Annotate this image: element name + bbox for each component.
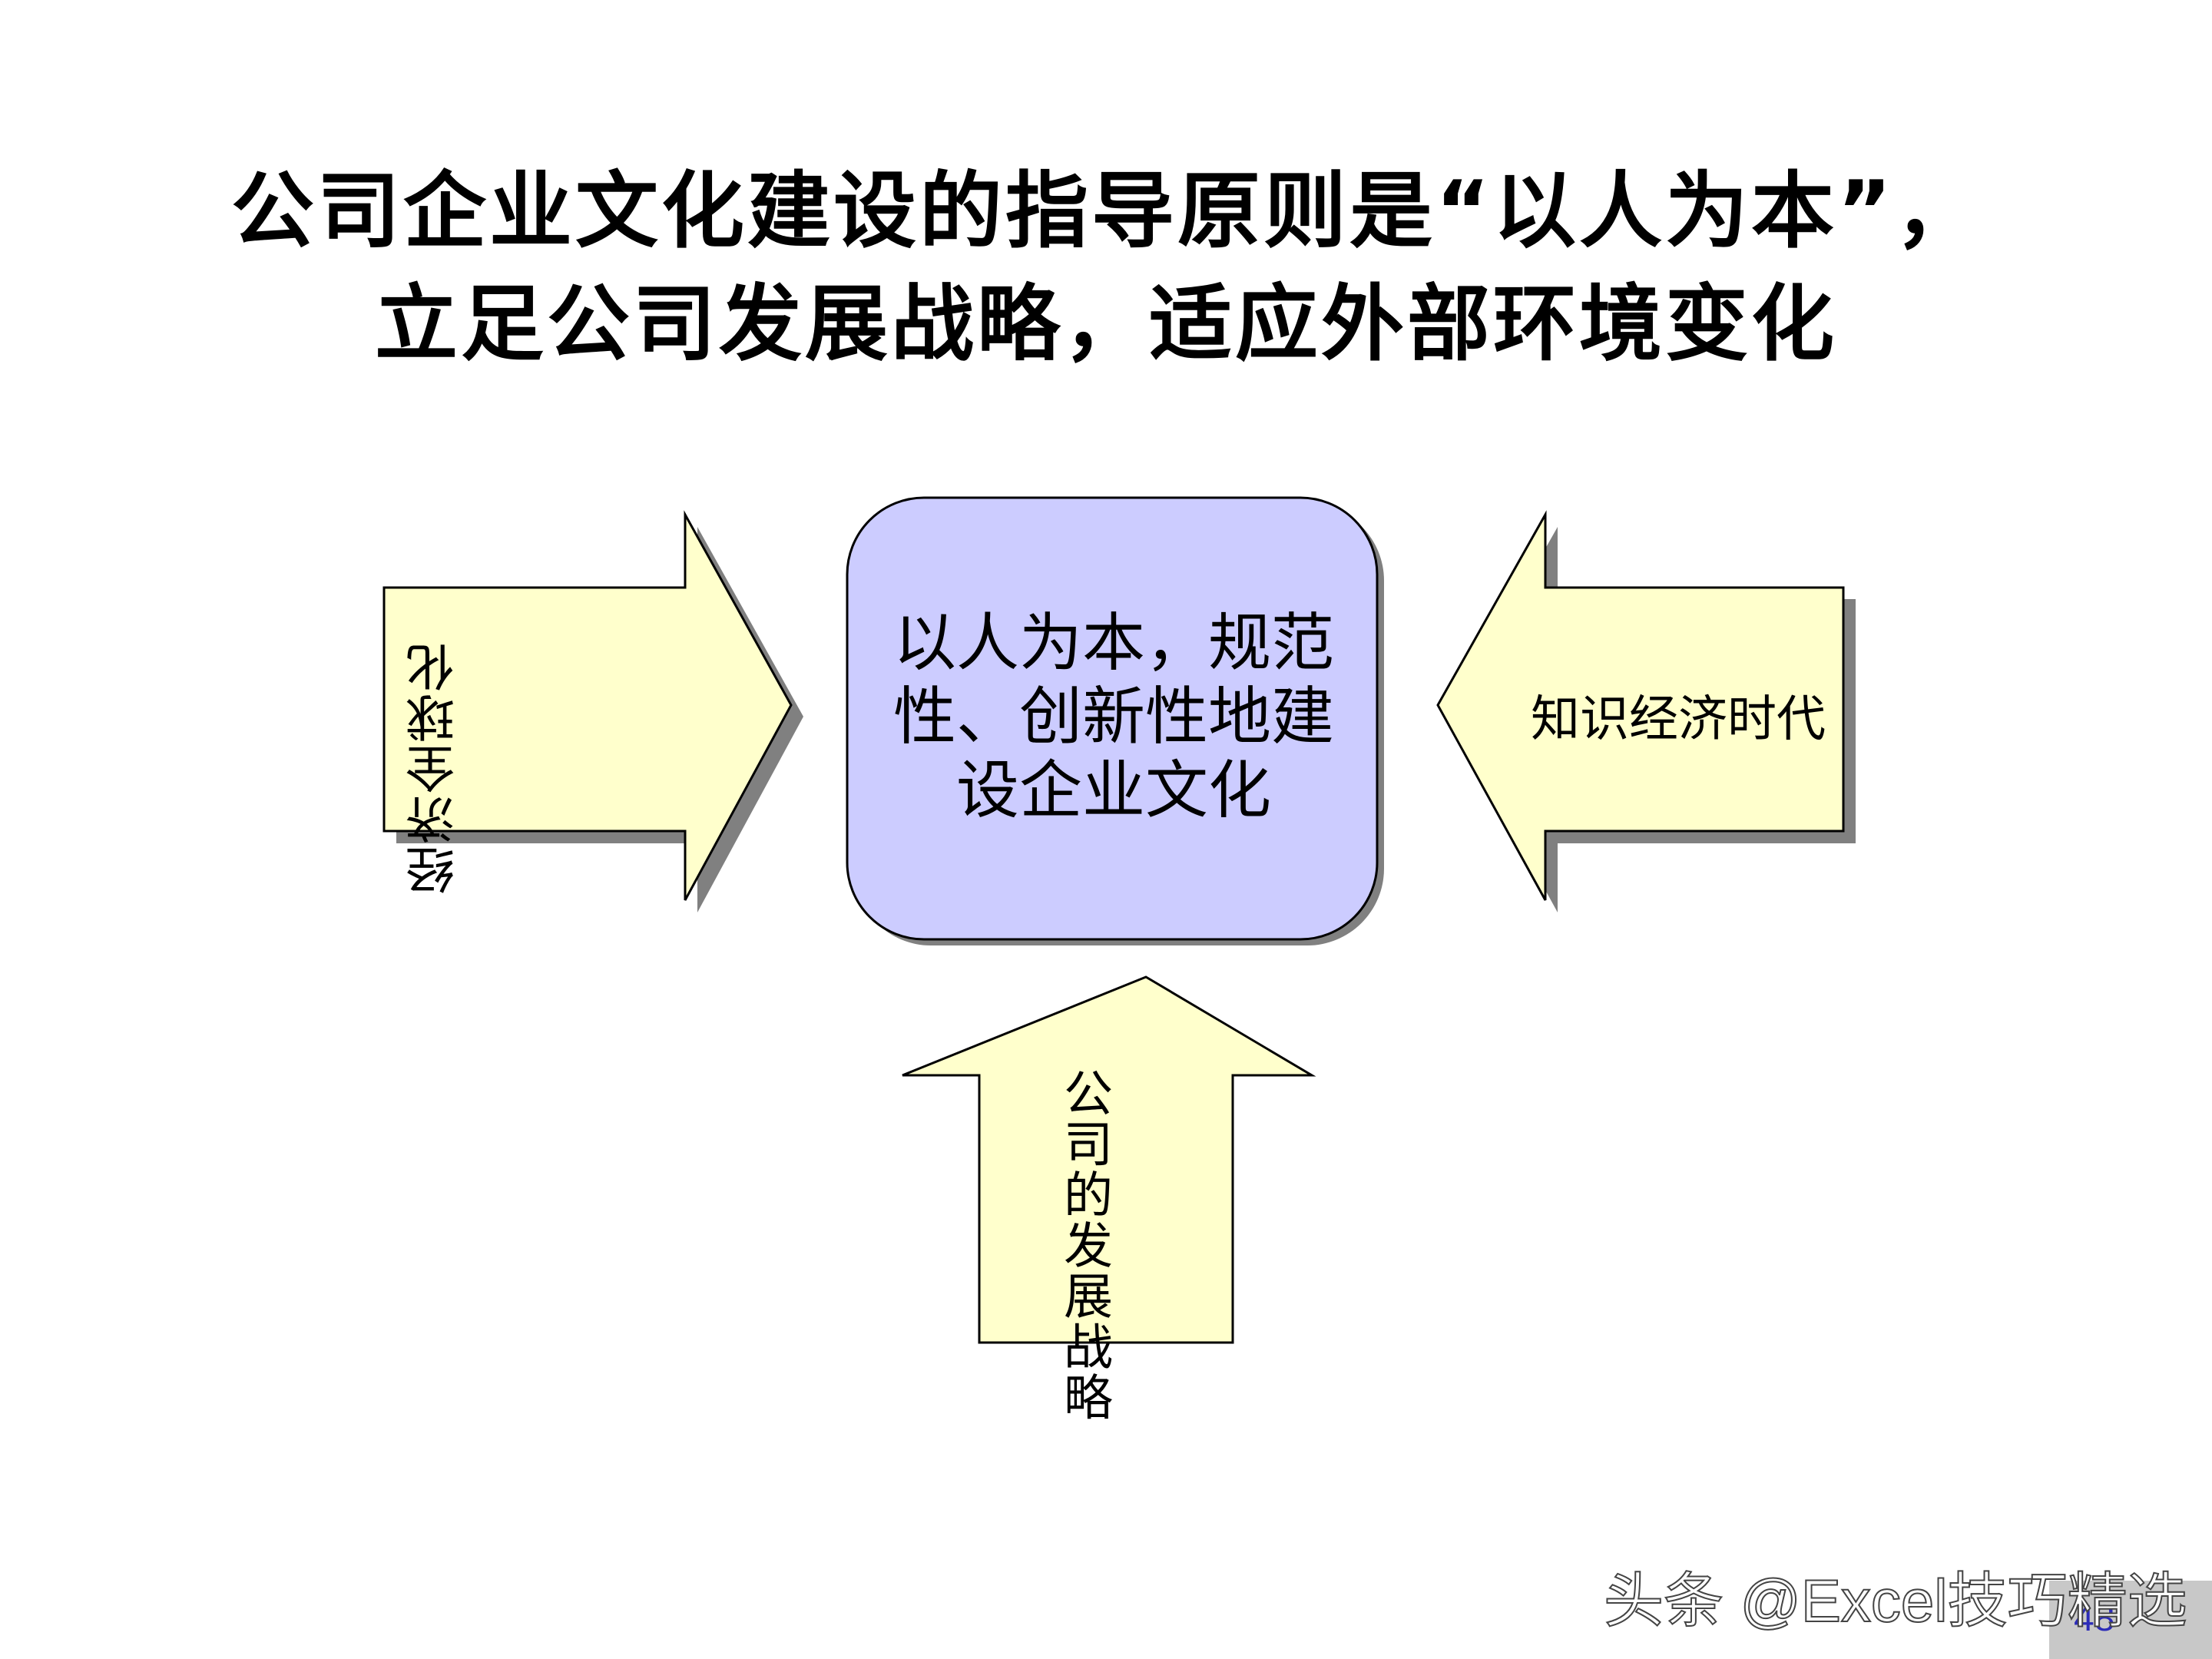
- right-arrow-label: 知识经济时代: [1531, 691, 1826, 748]
- page-number-tab: [2049, 1581, 2212, 1659]
- page-title-line-2: 立足公司发展战略，适应外部环境变化: [374, 276, 1837, 373]
- bottom-arrow: [902, 975, 1316, 1344]
- page-number: 48: [2074, 1598, 2115, 1639]
- center-box: [846, 496, 1384, 945]
- right-arrow: [1436, 510, 1856, 912]
- center-box-text: 以人为本，规范 性、创新性地建 设企业文化: [853, 607, 1375, 828]
- center-text-line: 以人为本，规范: [892, 607, 1334, 680]
- center-text-line: 性、创新性地建: [892, 680, 1334, 753]
- page-title-line-1: 公司企业文化建设的指导原则是“以人为本”，: [231, 164, 1981, 260]
- left-arrow-label: 经济全球化: [406, 641, 463, 895]
- watermark: 头条 @Excel技巧精选: [1603, 1566, 2188, 1635]
- bottom-arrow-label: 公司的发展战略: [1055, 1068, 1112, 1422]
- center-text-line: 设企业文化: [955, 754, 1271, 827]
- left-arrow: [382, 510, 803, 912]
